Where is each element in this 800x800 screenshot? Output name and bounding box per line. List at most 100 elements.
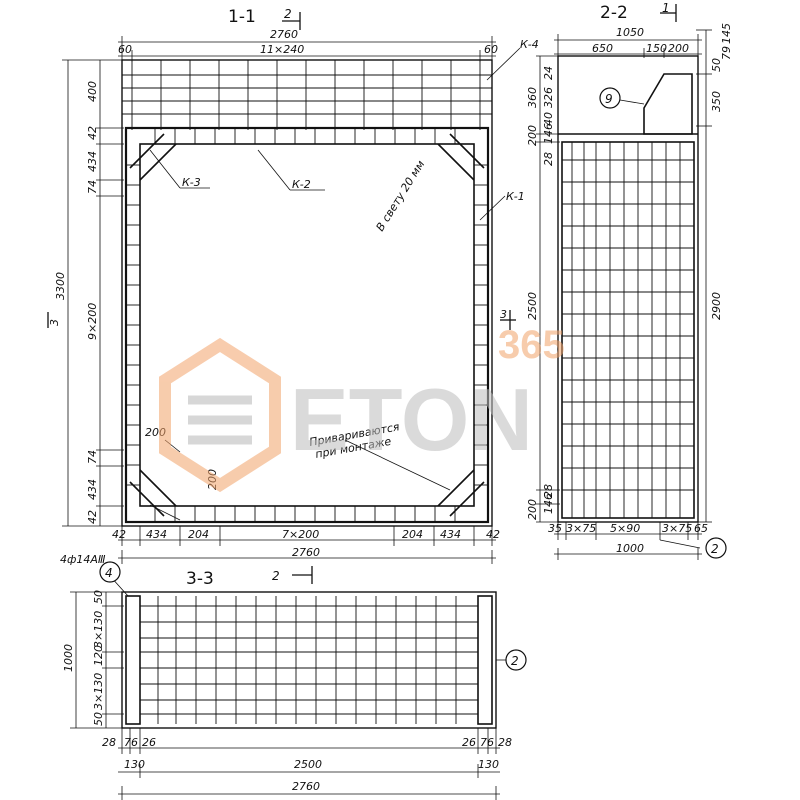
dim-bottom-76-left: 76: [124, 736, 138, 749]
cut-marks-1-1: [47, 12, 516, 330]
callout-9: 9: [599, 87, 621, 109]
cut-marks-2-2: [660, 4, 677, 22]
dim-left-bottom-28: 28: [542, 484, 555, 498]
dim-bottom-204-left: 204: [188, 528, 209, 541]
top-mesh: [122, 60, 492, 130]
watermark-365: 365: [498, 323, 565, 367]
dim-bottom-26-right: 26: [462, 736, 476, 749]
dim-bottom-65: 65: [694, 522, 708, 535]
section-2-2: [536, 4, 712, 560]
dim-left-2500: 2500: [526, 292, 539, 320]
section-cut-marker-1-1: 2: [284, 7, 292, 21]
dim-left-42-top: 42: [86, 126, 99, 140]
section-title-2-2: 2-2: [600, 3, 628, 23]
dims-1-1: [62, 36, 496, 564]
callout-2-view22: 2: [705, 537, 727, 559]
section-mark-3-right: 3: [500, 308, 507, 321]
svg-text:2: 2: [511, 654, 519, 668]
label-clear-opening: В свету 20 мм: [374, 158, 428, 233]
svg-text:4: 4: [105, 566, 113, 580]
dim-bottom-overall-3-3: 2760: [292, 780, 320, 793]
dim-bottom-130-left: 130: [124, 758, 145, 771]
dim-bottom-35: 35: [548, 522, 562, 535]
dim-left-74-top: 74: [86, 180, 99, 194]
callout-4: 4: [99, 561, 121, 583]
dim-left-overall-3-3: 1000: [62, 644, 75, 672]
dim-bottom-2500: 2500: [294, 758, 322, 771]
dim-top-spacing-1-1: 11×240: [260, 43, 304, 56]
dim-left-3x130-bottom: 3×130: [92, 673, 105, 710]
dim-left-120: 120: [92, 645, 105, 666]
dim-bottom-3x75-left: 3×75: [566, 522, 596, 535]
dim-bottom-5x90: 5×90: [610, 522, 640, 535]
dim-top-150: 150: [646, 42, 667, 55]
dim-left-bottom-200: 200: [526, 499, 539, 520]
cut-marks-3-3: [292, 566, 313, 584]
dim-bottom-28-right: 28: [498, 736, 512, 749]
dim-left-3x130-top: 3×130: [92, 611, 105, 648]
dim-top-overall-1-1: 2760: [270, 28, 298, 41]
section-3-3: [70, 566, 508, 800]
dim-left-40: 40: [542, 112, 555, 126]
dims-2-2: [536, 29, 712, 560]
dim-left-50-bottom: 50: [92, 712, 105, 726]
watermark-eton: ETON: [290, 370, 533, 469]
dim-left-9x200: 9×200: [86, 303, 99, 340]
dim-bottom-204-right: 204: [402, 528, 423, 541]
dim-left-400: 400: [86, 81, 99, 102]
watermark-logo-icon: [159, 337, 281, 493]
dim-bottom-3x75-right: 3×75: [662, 522, 692, 535]
dim-left-434-bottom: 434: [86, 479, 99, 500]
dim-bottom-overall-1-1: 2760: [292, 546, 320, 559]
dim-left-146: 146: [542, 123, 555, 144]
dim-right-50: 50: [710, 58, 723, 72]
dim-left-42-bottom: 42: [86, 510, 99, 524]
mesh-2-2: [562, 142, 694, 518]
dim-left-360: 360: [526, 87, 539, 108]
leaders-1-1: [149, 47, 521, 521]
dim-right-overall-2-2: 2900: [710, 292, 723, 320]
mesh-3-3: [140, 596, 478, 724]
dim-right-350: 350: [710, 91, 723, 112]
dim-bottom-434-left: 434: [146, 528, 167, 541]
section-cut-marker-2-2: 1: [662, 1, 670, 15]
dim-left-200: 200: [526, 125, 539, 146]
section-title-1-1: 1-1: [228, 7, 256, 27]
dim-top-200: 200: [668, 42, 689, 55]
svg-text:9: 9: [605, 92, 613, 106]
corner-haunches: [129, 133, 485, 517]
label-bars-4f14: 4ф14АⅢ: [60, 553, 106, 566]
label-k3: К-3: [182, 176, 201, 189]
dim-bottom-7x200: 7×200: [282, 528, 319, 541]
dim-right-145: 145: [720, 23, 733, 44]
dim-bottom-42-left: 42: [112, 528, 126, 541]
dim-left-434-top: 434: [86, 151, 99, 172]
frame-stirrups: [126, 128, 488, 522]
dim-top-overall-2-2: 1050: [616, 26, 644, 39]
callout-2-view33: 2: [505, 649, 527, 671]
dim-left-74-bottom: 74: [86, 450, 99, 464]
dim-left-28: 28: [542, 152, 555, 166]
dim-bottom-overall-2-2: 1000: [616, 542, 644, 555]
dim-top-edge-right: 60: [484, 43, 498, 56]
label-k2: К-2: [292, 178, 311, 191]
dim-left-bottom-146: 146: [542, 493, 555, 514]
dim-left-overall-1-1: 3300: [54, 272, 67, 300]
dims-3-3: [70, 575, 508, 800]
dim-bottom-26-left: 26: [142, 736, 156, 749]
section-cut-marker-3-3: 2: [272, 569, 280, 583]
section-1-1: [47, 12, 521, 564]
svg-text:2: 2: [711, 542, 719, 556]
label-k1: К-1: [506, 190, 525, 203]
dim-bottom-28-left: 28: [102, 736, 116, 749]
dim-left-326: 326: [542, 87, 555, 108]
section-mark-3-left: 3: [48, 319, 61, 326]
section-title-3-3: 3-3: [186, 569, 214, 589]
dim-right-79: 79: [720, 46, 733, 60]
dim-top-edge-left: 60: [118, 43, 132, 56]
dim-top-650: 650: [592, 42, 613, 55]
watermark: ETON 365: [159, 323, 565, 493]
dim-bottom-42-right: 42: [486, 528, 500, 541]
dim-left-24: 24: [542, 66, 555, 80]
